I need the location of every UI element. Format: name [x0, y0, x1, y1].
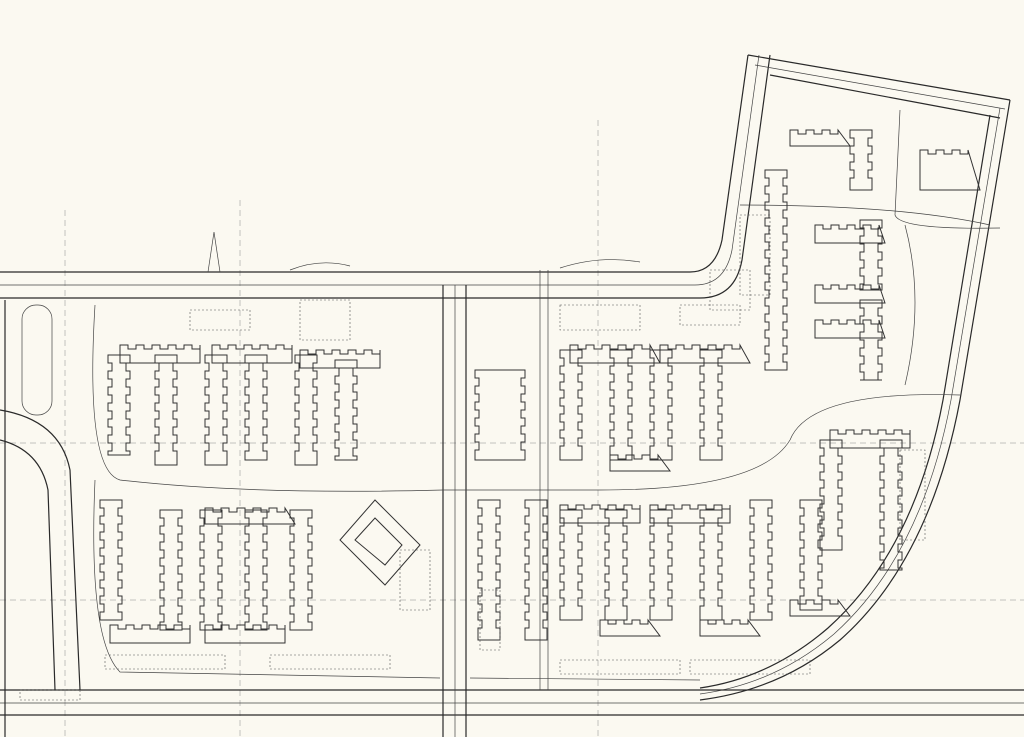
building: [474, 369, 526, 461]
building: [119, 344, 201, 364]
building: [559, 349, 583, 461]
parking-lot: [104, 654, 226, 670]
building: [799, 499, 823, 611]
building: [749, 499, 773, 621]
building: [99, 499, 123, 621]
parking-areas: [19, 214, 926, 701]
building: [649, 349, 673, 461]
parking-lot: [19, 689, 81, 701]
building: [649, 509, 673, 621]
parking-lot: [399, 549, 431, 611]
building: [477, 499, 501, 641]
building: [204, 354, 228, 466]
building: [334, 359, 358, 461]
parking-lot: [689, 659, 811, 675]
parking-lot: [709, 269, 751, 311]
parking-lot: [299, 299, 351, 341]
building: [789, 598, 851, 617]
building: [524, 499, 548, 641]
building: [919, 149, 981, 191]
building: [211, 344, 293, 364]
building: [339, 499, 421, 586]
parking-lot: [899, 449, 926, 541]
main-roads: [0, 54, 1024, 737]
building: [604, 509, 628, 621]
parking-lot: [559, 304, 641, 331]
building: [829, 429, 911, 449]
building: [859, 219, 883, 291]
building: [859, 299, 883, 381]
building: [699, 509, 723, 621]
building: [814, 284, 886, 304]
building: [289, 509, 313, 631]
parking-lot: [739, 214, 771, 296]
building: [159, 509, 183, 631]
building: [204, 624, 286, 644]
building: [609, 453, 671, 472]
building: [849, 129, 873, 191]
building: [789, 128, 851, 147]
building: [609, 349, 633, 461]
building: [659, 343, 751, 364]
building: [879, 439, 903, 571]
building: [154, 354, 178, 466]
building: [244, 354, 268, 461]
building: [199, 509, 223, 631]
building: [699, 618, 761, 637]
building: [819, 439, 843, 551]
grid-lines: [0, 120, 1024, 737]
building: [699, 349, 723, 461]
parking-lot: [479, 589, 501, 651]
parking-lot: [269, 654, 391, 670]
building: [764, 169, 788, 371]
building: [109, 624, 191, 644]
building: [814, 319, 886, 339]
building: [569, 343, 661, 364]
building: [559, 504, 641, 524]
parking-lot: [559, 659, 681, 675]
building: [244, 509, 268, 631]
building: [649, 504, 731, 524]
building: [204, 506, 296, 525]
building: [599, 618, 661, 637]
building-blocks: [99, 128, 981, 644]
building: [107, 354, 131, 456]
building: [294, 354, 318, 466]
building: [559, 509, 583, 621]
parking-lot: [189, 309, 251, 331]
building: [299, 349, 381, 369]
building: [814, 224, 886, 244]
